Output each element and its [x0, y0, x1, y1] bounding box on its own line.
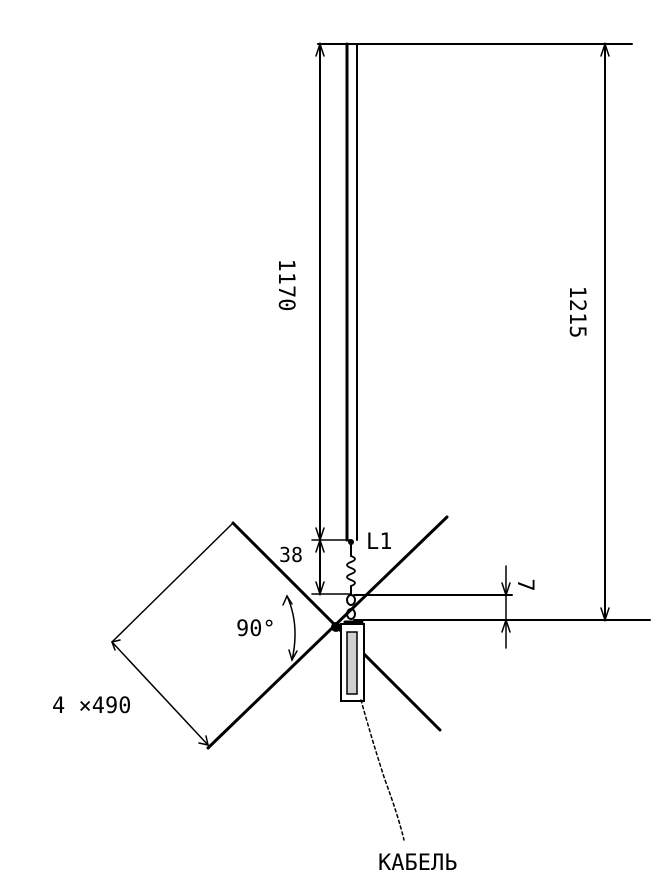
label-cable: КАБЕЛЬ — [378, 851, 457, 876]
vertical-whip — [345, 42, 358, 542]
label-4x490: 4 ×490 — [52, 694, 131, 719]
dimension-4x490 — [111, 522, 234, 746]
dimension-1170 — [315, 41, 325, 543]
radials — [206, 515, 449, 750]
angle-90 — [282, 594, 298, 662]
cable-box — [340, 623, 365, 702]
label-1170: 1170 — [273, 259, 298, 312]
label-90: 90° — [236, 617, 276, 642]
dimension-38 — [311, 537, 351, 597]
label-38: 38 — [279, 543, 303, 567]
coil-l1 — [346, 539, 356, 597]
cable-leader — [360, 699, 405, 841]
label-1215: 1215 — [564, 286, 589, 339]
label-7: 7 — [512, 578, 537, 591]
dimension-1215 — [600, 41, 610, 623]
dimension-7 — [353, 565, 651, 649]
label-l1: L1 — [366, 530, 393, 555]
